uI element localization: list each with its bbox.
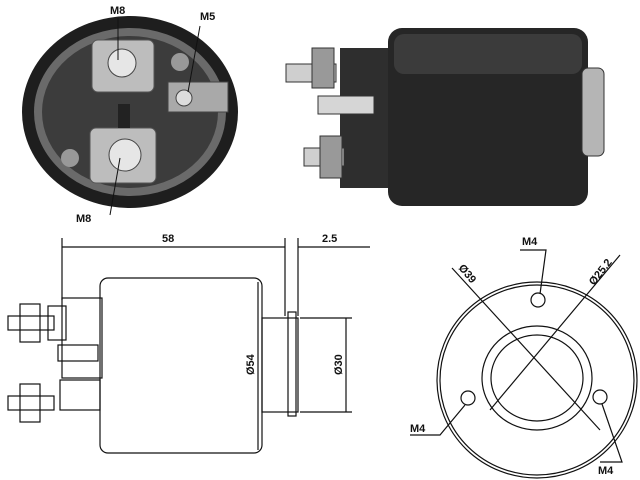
dim-length: 58 [162,233,174,245]
dim-offset: 2.5 [322,233,337,245]
drawing-side-view [7,238,370,454]
dim-bore: Ø25.2 [587,257,615,288]
label-m8-top: M8 [110,5,125,17]
label-hole-top: M4 [522,236,538,248]
drawing-end-view [410,249,638,479]
label-m8-bottom: M8 [76,213,91,225]
photo-end-view: M8 M5 M8 [22,5,238,225]
dim-nose-diameter: Ø30 [333,354,345,375]
dim-body-diameter: Ø54 [245,353,257,375]
label-m5: M5 [200,11,215,23]
dim-bolt-circle: Ø39 [456,262,479,286]
label-hole-left: M4 [410,423,426,435]
photo-side-view [285,28,605,206]
label-hole-right: M4 [598,465,614,477]
